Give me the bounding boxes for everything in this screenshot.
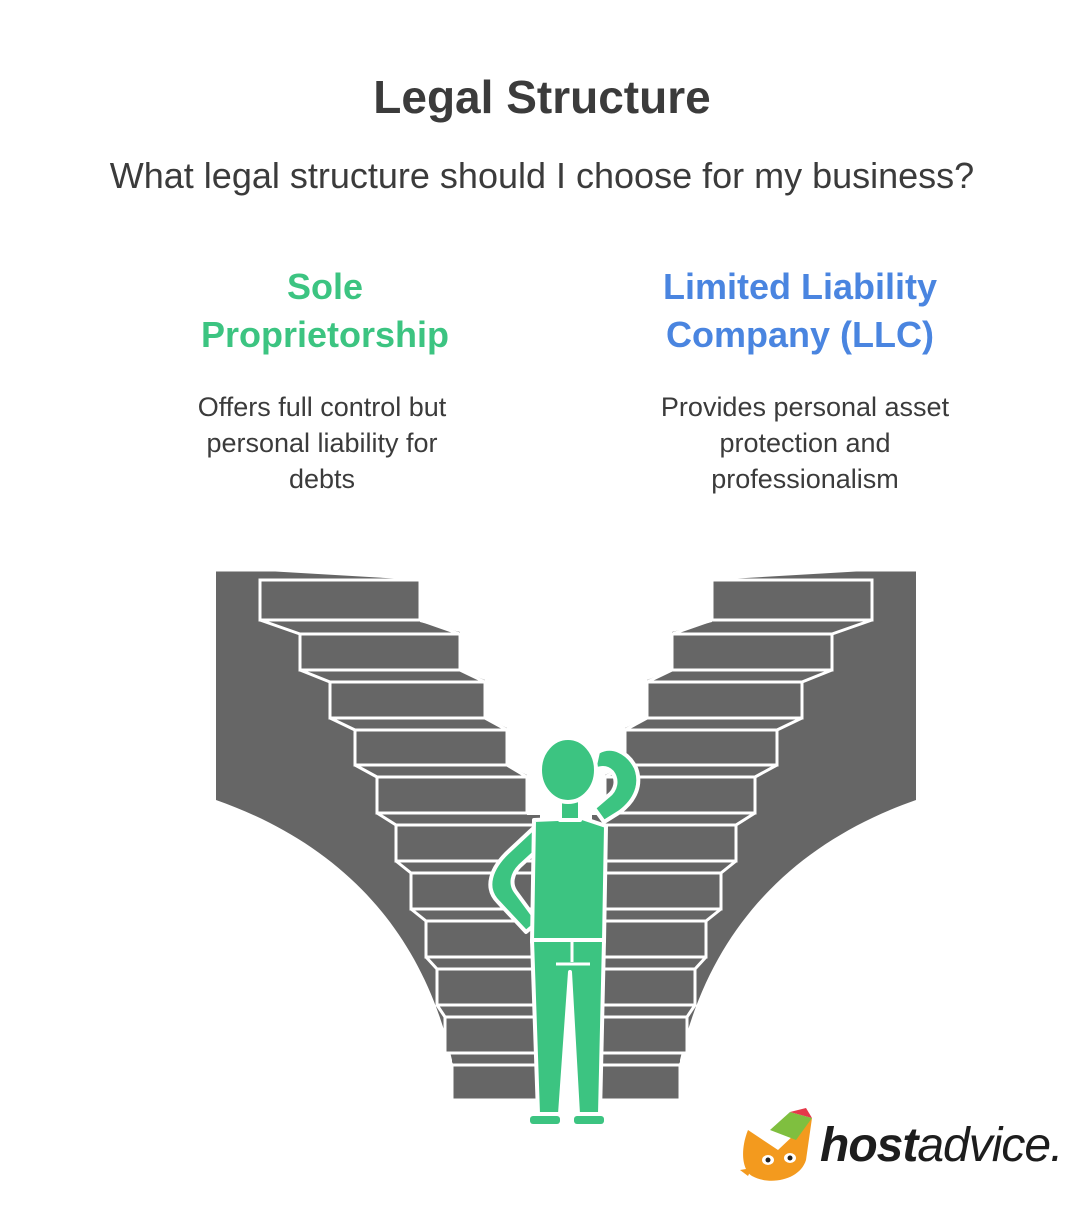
option-title-llc: Limited Liability Company (LLC) xyxy=(620,263,980,359)
option-desc-line: protection and xyxy=(719,428,891,458)
option-description-sole-proprietorship: Offers full control but personal liabili… xyxy=(162,389,482,497)
left-step-edges xyxy=(216,568,528,1066)
option-title-line: Sole xyxy=(286,266,364,307)
option-desc-line: debts xyxy=(288,464,356,494)
option-desc-line: Offers full control but xyxy=(197,392,447,422)
logo-regular-text: advice. xyxy=(917,1119,1063,1172)
page-title: Legal Structure xyxy=(373,71,711,123)
page-subtitle: What legal structure should I choose for… xyxy=(109,155,975,196)
hostadvice-logo: hostadvice. xyxy=(820,1118,1063,1173)
option-desc-line: Provides personal asset xyxy=(660,392,950,422)
person-feet xyxy=(530,1116,604,1124)
option-desc-line: personal liability for xyxy=(206,428,438,458)
logo-bold-text: host xyxy=(820,1119,918,1172)
left-steps xyxy=(258,578,542,1102)
person-details xyxy=(556,940,590,966)
option-desc-line: professionalism xyxy=(711,464,899,494)
option-title-line: Company (LLC) xyxy=(666,314,934,355)
option-title-sole-proprietorship: Sole Proprietorship xyxy=(170,263,480,359)
right-step-edges xyxy=(604,568,916,1066)
option-description-llc: Provides personal asset protection and p… xyxy=(630,389,980,497)
hostadvice-fox-icon xyxy=(740,1108,812,1181)
option-title-line: Limited Liability xyxy=(662,266,938,307)
option-title-line: Proprietorship xyxy=(200,314,450,355)
person-figure xyxy=(488,736,641,1116)
